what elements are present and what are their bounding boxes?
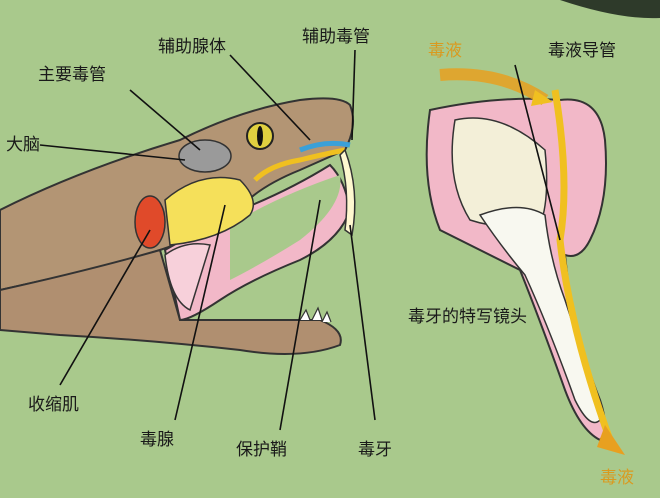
label-accessory-gland: 辅助腺体 <box>158 37 226 57</box>
dark-corner <box>560 0 660 19</box>
fang-shape <box>339 148 356 237</box>
leader-lines <box>39 49 561 431</box>
snake-head <box>0 97 356 355</box>
label-venom-bottom: 毒液 <box>600 468 634 488</box>
muscle-shape <box>134 195 166 249</box>
label-main-duct: 主要毒管 <box>38 65 106 85</box>
label-fang: 毒牙 <box>358 440 392 460</box>
gland-shape <box>164 176 255 246</box>
label-brain: 大脑 <box>6 135 40 155</box>
label-sheath: 保护鞘 <box>236 440 287 460</box>
main-duct-shape <box>253 147 346 182</box>
label-accessory-duct: 辅助毒管 <box>302 27 370 47</box>
label-venom-top: 毒液 <box>428 41 462 61</box>
accessory-duct-shape <box>299 140 351 153</box>
venom-duct-shape <box>551 89 614 442</box>
brain-shape <box>178 139 232 173</box>
label-muscle: 收缩肌 <box>28 395 79 415</box>
label-venom-duct: 毒液导管 <box>548 41 616 61</box>
label-venom-gland: 毒腺 <box>140 430 174 450</box>
label-closeup: 毒牙的特写镜头 <box>408 307 527 327</box>
venom-out-arrow <box>597 425 625 455</box>
fang-closeup <box>425 68 625 455</box>
